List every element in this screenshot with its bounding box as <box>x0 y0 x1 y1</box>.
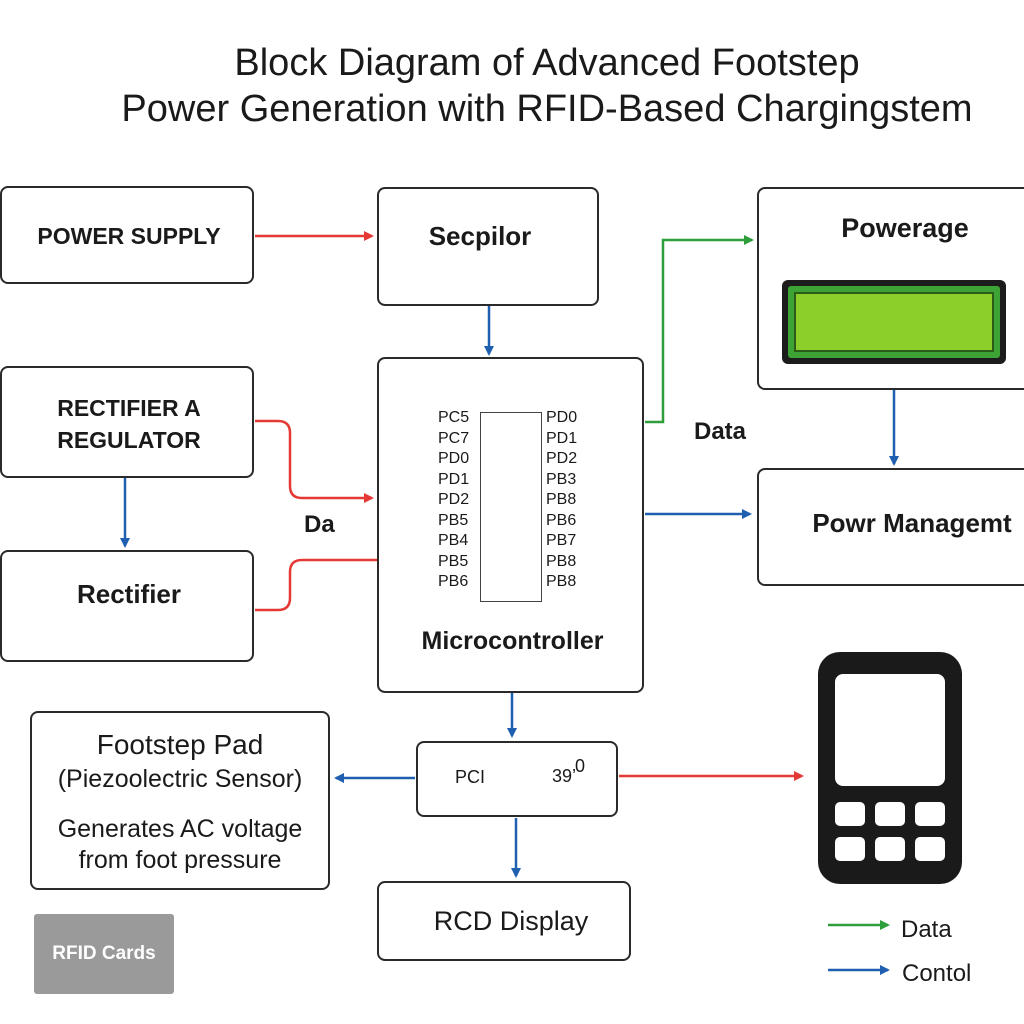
pin-label: PB6 <box>546 511 577 529</box>
legend-control-label: Contol <box>902 960 972 987</box>
pci-right-label: 39’ <box>552 766 577 786</box>
pin-label: PB7 <box>546 532 577 549</box>
pin-label: PB5 <box>438 511 469 529</box>
power-management-block: Powr Managemt <box>757 468 1024 586</box>
pin-label: PD2 <box>546 450 578 467</box>
power-supply-block: POWER SUPPLY <box>0 186 254 284</box>
pin-label: PB4 <box>438 532 469 549</box>
footstep-pad-subtitle: (Piezoolectric Sensor) <box>57 765 303 793</box>
footstep-pad-desc-2: from foot pressure <box>78 846 282 874</box>
pin-label: PB8 <box>546 552 577 570</box>
power-management-label: Powr Managemt <box>812 508 1012 538</box>
microcontroller-label: Microcontroller <box>421 627 604 655</box>
pin-label: PD0 <box>438 450 470 467</box>
pin-label: PC7 <box>438 429 470 447</box>
rectifier-label: Rectifier <box>76 579 182 609</box>
powerage-label: Powerage <box>841 213 969 243</box>
rcd-display-block: RCD Display <box>377 881 631 961</box>
pin-label: PD1 <box>438 470 470 488</box>
mobile-phone-icon <box>818 652 962 884</box>
mcu-chip <box>480 412 542 602</box>
edge-label-da: Da <box>304 511 335 538</box>
pci-left-label: PCI <box>455 767 486 787</box>
arrow-mcu-to-powerage <box>645 235 754 424</box>
footstep-pad-desc-1: Generates AC voltage <box>57 815 303 843</box>
rfid-cards-block: RFID Cards <box>34 914 174 994</box>
pin-label: PC5 <box>438 409 470 426</box>
title-line-2: Power Generation with RFID-Based Chargin… <box>121 88 973 130</box>
lcd-display-icon <box>782 280 1006 364</box>
rectifier-regulator-block: RECTIFIER A REGULATOR <box>0 366 254 478</box>
secpilor-label: Secpilor <box>428 221 532 251</box>
pin-label: PD2 <box>438 491 470 508</box>
pin-label: PD0 <box>546 409 578 426</box>
secpilor-block: Secpilor <box>377 187 599 306</box>
rectifier-regulator-label-2: REGULATOR <box>57 427 201 453</box>
mcu-pins-left: PC5 PC7 PD0 PD1 PD2 PB5 PB4 PB5 PB6 <box>438 408 469 593</box>
legend-data-label: Data <box>901 916 952 943</box>
pin-label: PD1 <box>546 429 578 447</box>
power-supply-label: POWER SUPPLY <box>37 223 221 249</box>
pin-label: PB6 <box>438 573 469 590</box>
footstep-pad-block: Footstep Pad (Piezoolectric Sensor) Gene… <box>30 711 330 890</box>
rcd-display-label: RCD Display <box>433 906 589 936</box>
pin-label: PB3 <box>546 470 577 488</box>
pci-zero-label: 0 <box>575 756 586 776</box>
rectifier-regulator-label-1: RECTIFIER A <box>57 395 201 421</box>
rectifier-block: Rectifier <box>0 550 254 662</box>
line-rectifier-to-mcu <box>255 558 378 612</box>
edge-label-data: Data <box>694 418 747 445</box>
arrow-regulator-to-mcu <box>255 419 374 503</box>
mcu-pins-right: PD0 PD1 PD2 PB3 PB8 PB6 PB7 PB8 PB8 <box>546 408 577 593</box>
footstep-pad-title: Footstep Pad <box>96 729 264 760</box>
diagram-title: Block Diagram of Advanced Footstep Power… <box>0 40 1024 132</box>
pin-label: PB5 <box>438 552 469 570</box>
pci-block: PCI 39’ 0 <box>416 741 618 817</box>
pin-label: PB8 <box>546 491 577 508</box>
rfid-cards-label: RFID Cards <box>52 943 156 964</box>
pin-label: PB8 <box>546 573 577 590</box>
title-line-1: Block Diagram of Advanced Footstep <box>234 42 860 84</box>
